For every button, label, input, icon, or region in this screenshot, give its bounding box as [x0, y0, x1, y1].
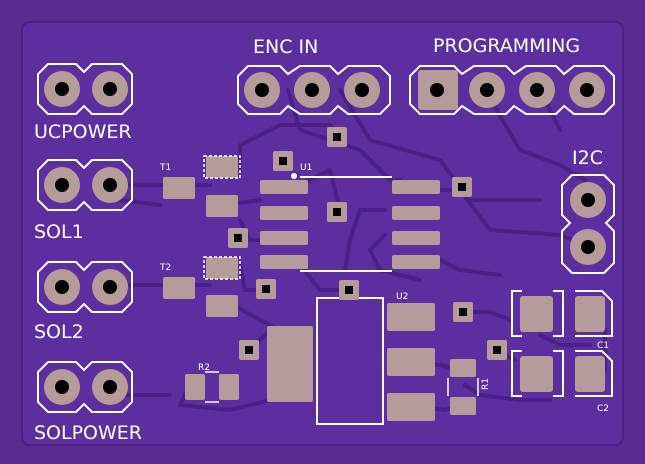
solpower-label: SOLPOWER	[34, 422, 142, 444]
via-hole	[262, 285, 270, 293]
programming-label: PROGRAMMING	[433, 35, 580, 57]
c2-capacitor	[511, 350, 613, 397]
ucpower-outline	[37, 63, 133, 115]
sol2-header	[37, 261, 133, 313]
programming-pin-4-hole	[580, 83, 594, 97]
t2-pad-3	[206, 295, 238, 317]
via-hole	[234, 234, 242, 242]
r2-pad-2	[219, 374, 239, 400]
sol2-pin-1-hole	[55, 280, 69, 294]
u2-pad-2	[387, 348, 435, 376]
programming-pin-1-hole	[430, 83, 444, 97]
u2-ref: U2	[396, 292, 408, 302]
via-hole	[279, 157, 287, 165]
sol1-pin-2-hole	[103, 178, 117, 192]
t2-pad-2	[206, 257, 238, 279]
u2-pad-3	[387, 393, 435, 421]
u1-pad-2	[260, 206, 308, 220]
enc-in-pin-1-hole	[255, 83, 269, 97]
r1-pad-2	[450, 397, 476, 415]
via-hole	[345, 286, 353, 294]
t2-ref: T2	[159, 263, 171, 273]
i2c-pin-1-hole	[581, 193, 595, 207]
r2-ref: R2	[198, 363, 210, 373]
ucpower-pin-2-hole	[103, 82, 117, 96]
vias	[228, 127, 507, 360]
t2-transistor	[163, 256, 241, 317]
t1-pad-1	[163, 177, 195, 199]
solpower-header	[37, 361, 133, 413]
enc-in-outline	[237, 65, 391, 115]
copper-pour	[21, 21, 624, 446]
i2c-pin-2-hole	[581, 240, 595, 254]
u1-pin1-dot	[291, 173, 297, 179]
sol1-header	[37, 159, 133, 211]
i2c-outline	[561, 174, 615, 274]
r1-ref: R1	[481, 378, 491, 390]
enc-in-pin-3-hole	[355, 83, 369, 97]
sol1-pin-1-hole	[55, 178, 69, 192]
i2c-header	[561, 174, 615, 274]
u1-pad-3	[260, 231, 308, 245]
via-hole	[459, 308, 467, 316]
sol1-outline	[37, 159, 133, 211]
c1-ref: C1	[597, 341, 609, 351]
c1-pad-1	[520, 296, 553, 332]
r1-resistor	[447, 359, 479, 415]
programming-header	[409, 65, 615, 115]
c2-pad-2	[575, 356, 605, 392]
ucpower-header	[37, 63, 133, 115]
ucpower-label: UCPOWER	[34, 121, 132, 143]
c2-outline	[511, 350, 613, 397]
programming-pin-2-hole	[480, 83, 494, 97]
u1-chip	[260, 173, 440, 272]
t1-transistor	[163, 155, 241, 217]
solpower-outline	[37, 361, 133, 413]
sol2-pin-2-hole	[103, 280, 117, 294]
r2-pad-1	[185, 374, 205, 400]
u1-pad-8	[392, 180, 440, 194]
c1-outline	[511, 290, 613, 337]
enc-in-pin-2-hole	[305, 83, 319, 97]
c2-pad-1	[520, 356, 553, 392]
solpower-pin-2-hole	[103, 380, 117, 394]
sol2-label: SOL2	[34, 321, 84, 343]
via-hole	[245, 346, 253, 354]
t1-outline	[203, 155, 241, 179]
u1-pad-4	[260, 255, 308, 269]
ucpower-pin-1-hole	[55, 82, 69, 96]
sol2-outline	[37, 261, 133, 313]
via-hole	[333, 133, 341, 141]
t1-pad-3	[206, 195, 238, 217]
traces	[103, 88, 607, 412]
sol1-label: SOL1	[34, 221, 84, 243]
solpower-pin-1-hole	[55, 380, 69, 394]
via-hole	[333, 208, 341, 216]
c1-capacitor	[511, 290, 613, 337]
i2c-label: I2C	[572, 147, 603, 169]
programming-pin-3-hole	[530, 83, 544, 97]
t1-pad-2	[206, 156, 238, 178]
via-hole	[458, 183, 466, 191]
u2-tab-pad	[267, 326, 313, 402]
enc-in-header	[237, 65, 391, 115]
r1-pad-1	[450, 359, 476, 377]
c1-pad-2	[575, 296, 605, 332]
u1-pad-1	[260, 180, 308, 194]
u1-pad-5	[392, 255, 440, 269]
u1-ref: U1	[300, 163, 312, 173]
t2-pad-1	[163, 277, 195, 299]
u2-pad-1	[387, 303, 435, 331]
r2-resistor	[185, 371, 239, 403]
enc-in-label: ENC IN	[253, 36, 318, 58]
programming-outline	[409, 65, 615, 115]
via-hole	[493, 346, 501, 354]
u1-pad-6	[392, 231, 440, 245]
t2-outline	[203, 256, 241, 280]
c2-ref: C2	[597, 404, 609, 414]
t1-ref: T1	[159, 163, 171, 173]
u1-pad-7	[392, 206, 440, 220]
